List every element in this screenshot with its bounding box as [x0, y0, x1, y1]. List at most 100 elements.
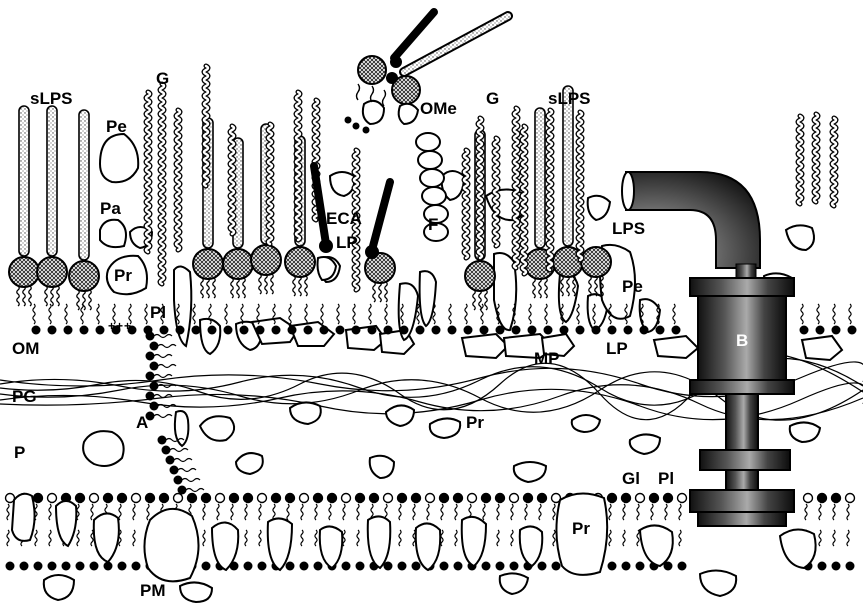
pm-lipid-tail-upper — [651, 504, 653, 520]
pm-lipid-head-lower — [342, 562, 351, 571]
pm-lipid-tail-lower — [553, 530, 555, 546]
adhesion-lipid-head — [146, 392, 155, 401]
pm-lipid-tail-upper — [539, 504, 541, 520]
o-antigen-chain — [535, 108, 545, 248]
lps-core — [581, 247, 611, 277]
lps-core — [223, 249, 253, 279]
lps-core — [69, 261, 99, 291]
pm-lipid-head-upper — [146, 494, 155, 503]
pm-lipid-tail-lower — [679, 530, 681, 546]
pm-lipid-tail-upper — [203, 504, 205, 520]
pm-lipid-head-upper — [132, 494, 141, 503]
label-mp: MP — [534, 349, 560, 368]
adhesion-lipid-head — [150, 382, 159, 391]
om-lipid-tail — [81, 304, 83, 324]
pm-lipid-head-lower — [482, 562, 491, 571]
lps-core — [9, 257, 39, 287]
lps-core — [465, 261, 495, 291]
pm-lipid-head-upper — [664, 494, 673, 503]
pm-lipid-head-lower — [76, 562, 85, 571]
adhesion-lipid-head — [150, 362, 159, 371]
om-lipid-tail — [225, 304, 227, 324]
pm-lipid-head-lower — [412, 562, 421, 571]
om-lipid-head — [176, 326, 185, 335]
om-lipid-head — [480, 326, 489, 335]
pm-lipid-head-lower — [118, 562, 127, 571]
pm-lipid-tail-upper — [357, 504, 359, 520]
glycan-strand-fill — [548, 110, 552, 270]
om-lipid-head — [528, 326, 537, 335]
adhesion-lipid-head — [162, 446, 171, 455]
label-slps-left: sLPS — [30, 89, 73, 108]
lps-core — [37, 257, 67, 287]
om-lipid-head — [656, 326, 665, 335]
om-lipid-head — [400, 326, 409, 335]
pm-lipid-head-upper — [608, 494, 617, 503]
pm-lipid-head-lower — [818, 562, 827, 571]
lps-tail — [207, 278, 210, 298]
pm-lipid-tail-lower — [315, 530, 317, 546]
label-pr-mid: Pr — [466, 413, 484, 432]
pm-lipid-head-lower — [132, 562, 141, 571]
label-pr-bottom: Pr — [572, 519, 590, 538]
lps-tail — [29, 286, 32, 306]
pm-lipid-head-lower — [832, 562, 841, 571]
pm-lipid-head-lower — [6, 562, 15, 571]
om-lipid-tail — [145, 304, 147, 324]
pm-lipid-head-lower — [454, 562, 463, 571]
pm-lipid-head-upper — [426, 494, 435, 503]
pm-lipid-tail-upper — [217, 504, 219, 520]
label-pe-right: Pe — [622, 277, 643, 296]
pm-lipid-head-upper — [188, 494, 197, 503]
lps-tail — [77, 290, 80, 310]
om-lipid-tail — [849, 304, 851, 324]
pm-lipid-tail-upper — [497, 504, 499, 520]
om-lipid-head — [224, 326, 233, 335]
om-lipid-tail — [465, 304, 467, 324]
lps-tail — [595, 276, 598, 296]
pm-lipid-head-upper — [496, 494, 505, 503]
pm-lipid-tail-upper — [273, 504, 275, 520]
pm-lipid-head-upper — [118, 494, 127, 503]
pm-lipid-tail-upper — [231, 504, 233, 520]
lps-tail — [479, 290, 482, 310]
adhesion-lipid-head — [146, 372, 155, 381]
om-lipid-head — [336, 326, 345, 335]
pm-lipid-tail-lower — [455, 530, 457, 546]
pm-lipid-tail-lower — [399, 530, 401, 546]
pm-lipid-head-upper — [300, 494, 309, 503]
charge-sign: + — [108, 319, 115, 333]
lps-tail — [213, 278, 216, 298]
lps-tail — [305, 276, 308, 296]
label-pl-bottom: Pl — [658, 469, 674, 488]
pm-lipid-head-lower — [90, 562, 99, 571]
lps-tail — [45, 286, 48, 306]
lps-tail — [539, 278, 542, 298]
om-lipid-tail — [241, 304, 243, 324]
pm-lipid-tail-upper — [441, 504, 443, 520]
om-lipid-head — [80, 326, 89, 335]
om-lipid-head — [384, 326, 393, 335]
om-lipid-tail — [193, 304, 195, 324]
pm-lipid-head-upper — [160, 494, 169, 503]
om-lipid-tail — [577, 304, 579, 324]
pm-lipid-head-lower — [846, 562, 855, 571]
pm-lipid-tail-lower — [609, 530, 611, 546]
adhesion-lipid-tail — [178, 469, 196, 472]
pm-lipid-head-upper — [524, 494, 533, 503]
om-lipid-tail — [337, 304, 339, 324]
pm-lipid-tail-upper — [329, 504, 331, 520]
label-pg: PG — [12, 387, 37, 406]
pm-lipid-tail-upper — [427, 504, 429, 520]
adhesion-lipid-tail — [154, 355, 172, 358]
om-lipid-head — [320, 326, 329, 335]
pm-lipid-head-upper — [230, 494, 239, 503]
pm-lipid-tail-lower — [511, 530, 513, 546]
label-slps-right: sLPS — [548, 89, 591, 108]
lps-tail — [299, 276, 302, 296]
glycan-strand-fill — [146, 92, 150, 252]
om-lipid-tail — [289, 304, 291, 324]
adhesion-lipid-tail — [154, 375, 172, 378]
pm-lipid-head-upper — [468, 494, 477, 503]
